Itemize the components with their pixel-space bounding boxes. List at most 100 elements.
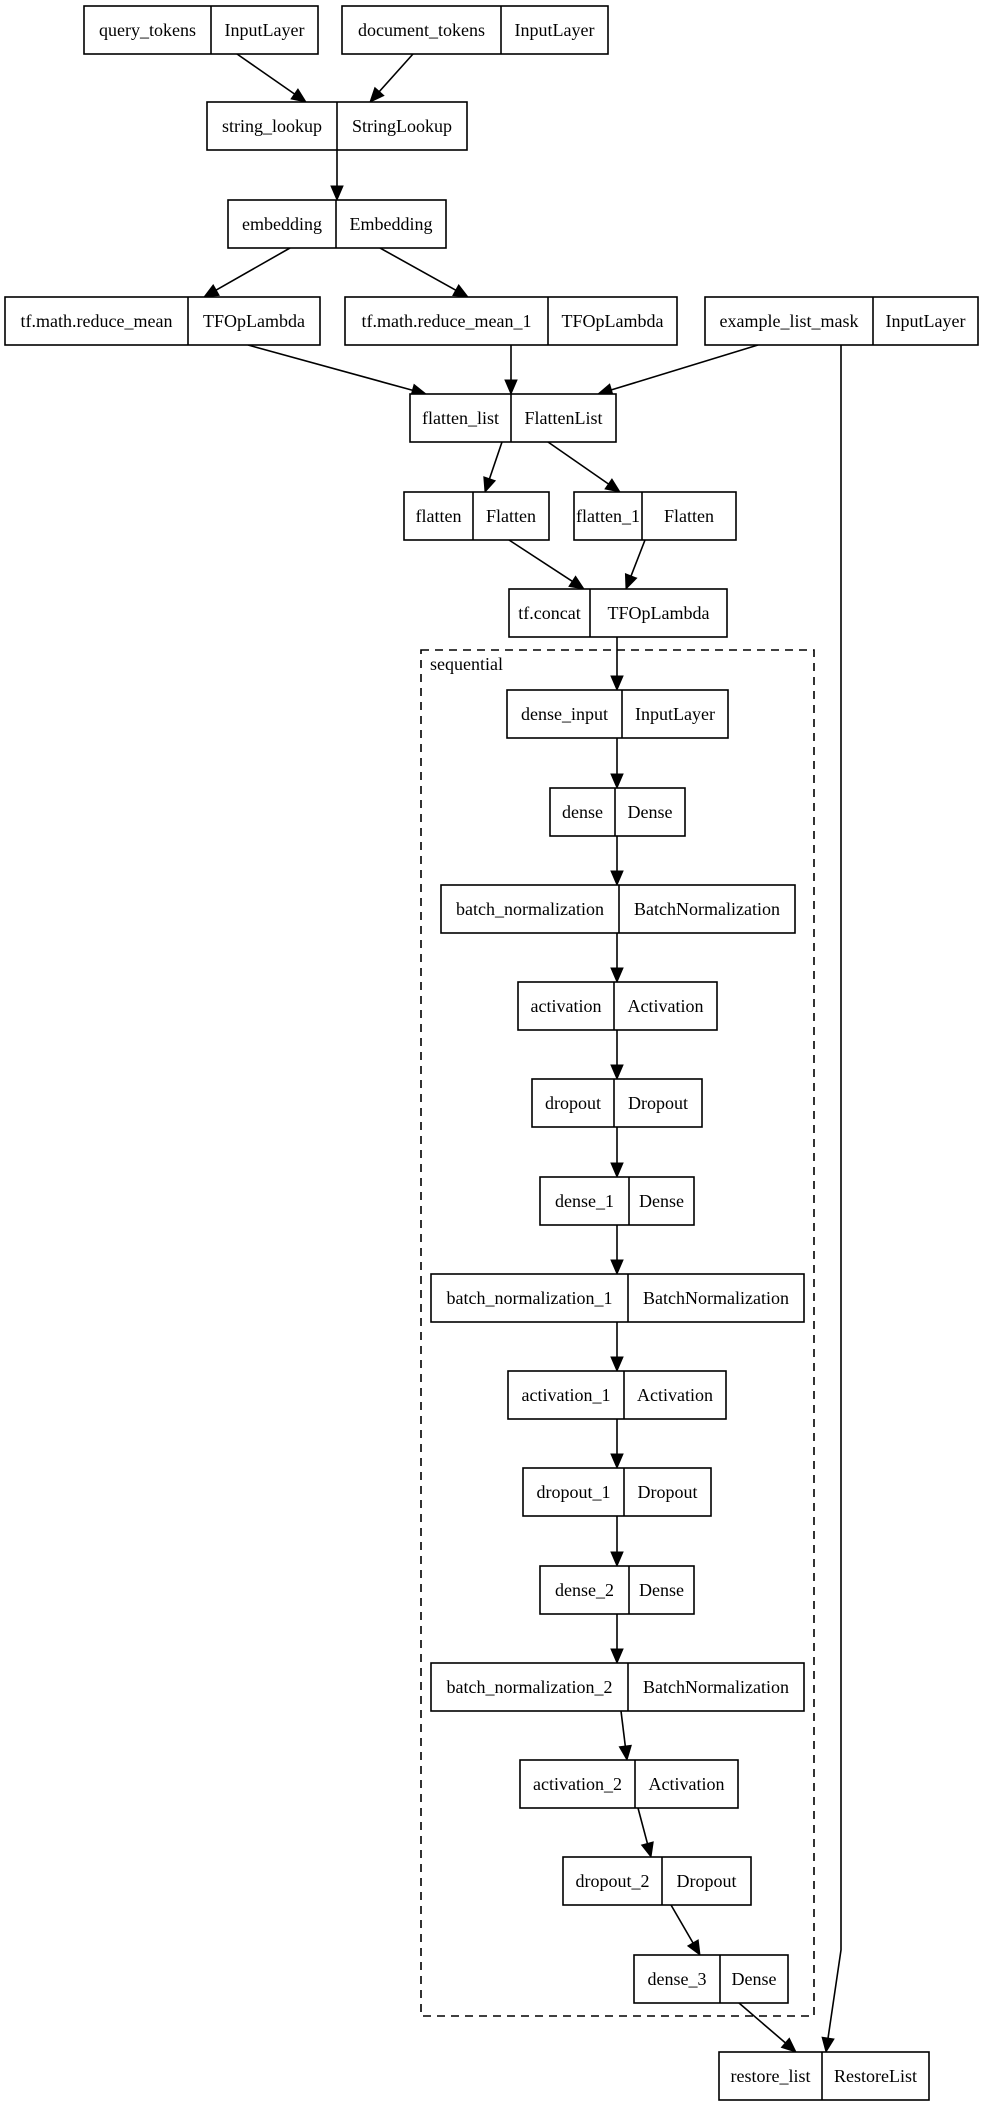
node-layer-name: document_tokens bbox=[358, 20, 485, 40]
node-layer-type: Dropout bbox=[628, 1093, 688, 1113]
node-dense-2: dense_2 Dense bbox=[539, 1565, 695, 1615]
node-layer-name: restore_list bbox=[731, 2066, 811, 2086]
edge-dense-2-to-batch-normalization-2 bbox=[610, 1614, 624, 1665]
node-layer-name: batch_normalization bbox=[456, 899, 604, 919]
edge-arrowhead bbox=[610, 1551, 624, 1568]
node-layer-type: RestoreList bbox=[834, 2066, 917, 2086]
edge-arrowhead bbox=[610, 1259, 624, 1276]
node-box bbox=[539, 1176, 695, 1226]
node-layer-name: activation_2 bbox=[533, 1774, 622, 1794]
node-box bbox=[508, 588, 728, 638]
node-layer-type: InputLayer bbox=[886, 311, 966, 331]
edge-embedding-to-reduce-mean bbox=[202, 247, 291, 298]
sequential-cluster-label: sequential bbox=[430, 654, 503, 674]
node-box bbox=[507, 1370, 727, 1420]
edge-line bbox=[488, 441, 503, 480]
edge-line bbox=[630, 539, 646, 577]
node-layer-name: batch_normalization_2 bbox=[447, 1677, 613, 1697]
edge-arrowhead bbox=[610, 1453, 624, 1470]
edge-arrowhead bbox=[610, 675, 624, 692]
node-box bbox=[549, 787, 686, 837]
node-box bbox=[409, 393, 617, 443]
edge-arrowhead bbox=[624, 573, 638, 591]
node-layer-name: tf.concat bbox=[518, 603, 580, 623]
node-layer-type: TFOpLambda bbox=[608, 603, 710, 623]
node-layer-name: embedding bbox=[242, 214, 322, 234]
node-layer-type: Activation bbox=[637, 1385, 713, 1405]
edge-embedding-to-reduce-mean-1 bbox=[379, 247, 470, 298]
node-flatten-1: flatten_1 Flatten bbox=[573, 491, 737, 541]
node-layer-type: Flatten bbox=[664, 506, 714, 526]
edge-line bbox=[508, 539, 573, 583]
node-layer-type: InputLayer bbox=[635, 704, 715, 724]
node-box bbox=[531, 1078, 703, 1128]
node-layer-name: dense_2 bbox=[555, 1580, 614, 1600]
node-batch-normalization-2: batch_normalization_2 BatchNormalization bbox=[430, 1662, 805, 1712]
node-box bbox=[517, 981, 718, 1031]
edge-reduce-mean-to-flatten-list bbox=[247, 344, 428, 397]
edge-line bbox=[236, 53, 295, 95]
edge-arrowhead bbox=[330, 185, 344, 202]
edge-dropout-to-dense-1 bbox=[610, 1127, 624, 1179]
node-layer-name: flatten_list bbox=[422, 408, 499, 428]
edge-batch-normalization-1-to-activation-1 bbox=[610, 1322, 624, 1373]
edge-dropout-1-to-dense-2 bbox=[610, 1516, 624, 1568]
node-box bbox=[539, 1565, 695, 1615]
node-layer-name: dropout_2 bbox=[576, 1871, 650, 1891]
node-box bbox=[704, 296, 979, 346]
edge-arrowhead bbox=[610, 1162, 624, 1179]
node-dropout-2: dropout_2 Dropout bbox=[562, 1856, 752, 1906]
edge-dense-1-to-batch-normalization-1 bbox=[610, 1225, 624, 1276]
node-layer-type: BatchNormalization bbox=[643, 1288, 789, 1308]
edge-arrowhead bbox=[640, 1841, 654, 1859]
node-layer-type: Activation bbox=[628, 996, 704, 1016]
edge-arrowhead bbox=[610, 773, 624, 790]
node-example-list-mask: example_list_mask InputLayer bbox=[704, 296, 979, 346]
node-string-lookup: string_lookup StringLookup bbox=[206, 101, 468, 151]
edge-arrowhead bbox=[610, 1064, 624, 1081]
edge-arrowhead bbox=[604, 478, 622, 493]
node-box bbox=[430, 1662, 805, 1712]
node-layer-name: flatten_1 bbox=[576, 506, 640, 526]
edge-arrowhead bbox=[369, 86, 385, 103]
edge-arrowhead bbox=[452, 284, 470, 298]
node-layer-type: BatchNormalization bbox=[643, 1677, 789, 1697]
node-layer-name: flatten bbox=[416, 506, 462, 526]
edge-example-list-mask-to-restore-list bbox=[821, 345, 842, 2054]
edge-line bbox=[247, 344, 413, 392]
node-layer-type: TFOpLambda bbox=[562, 311, 664, 331]
edge-line bbox=[611, 344, 759, 391]
edge-arrowhead bbox=[686, 1939, 701, 1957]
node-layer-name: string_lookup bbox=[222, 116, 322, 136]
edge-arrowhead bbox=[618, 1744, 632, 1762]
node-layer-type: StringLookup bbox=[352, 116, 452, 136]
edge-dense-3-to-restore-list bbox=[738, 2002, 797, 2053]
node-layer-name: query_tokens bbox=[99, 20, 196, 40]
node-layer-type: Dense bbox=[639, 1580, 684, 1600]
node-box bbox=[341, 5, 609, 55]
node-box bbox=[403, 491, 550, 541]
edge-arrowhead bbox=[568, 575, 586, 590]
node-layer-name: example_list_mask bbox=[720, 311, 859, 331]
node-concat: tf.concat TFOpLambda bbox=[508, 588, 728, 638]
node-layer-name: activation bbox=[531, 996, 602, 1016]
node-box bbox=[633, 1954, 789, 2004]
node-layer-name: dropout_1 bbox=[537, 1482, 611, 1502]
node-layer-type: Dense bbox=[628, 802, 673, 822]
node-layer-type: Dropout bbox=[677, 1871, 737, 1891]
edge-document-tokens-to-string-lookup bbox=[369, 53, 414, 103]
edge-concat-to-dense-input bbox=[610, 637, 624, 692]
node-box bbox=[344, 296, 678, 346]
